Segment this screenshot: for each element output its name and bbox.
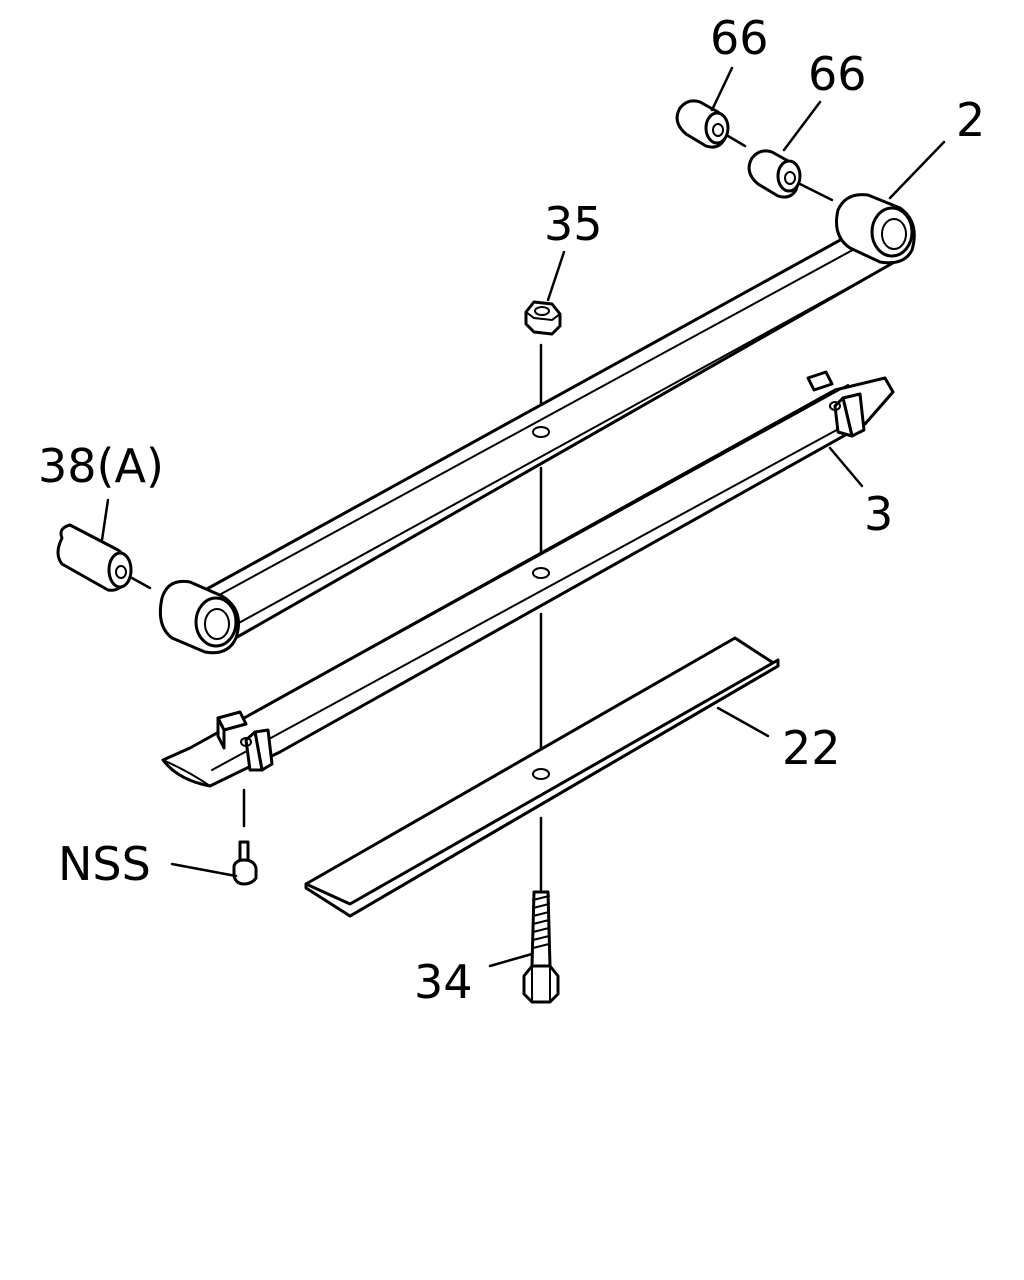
spring-eye-rear [835,193,916,265]
leaf-clip-rear [806,370,866,438]
leaf-clip-front [216,710,274,772]
callout-2: 2 [956,93,985,147]
bushing-38a [56,523,152,592]
nut-35 [524,300,562,336]
secondary-leaf-3 [161,370,895,788]
callout-34: 34 [414,955,473,1009]
bushing-66-right [747,149,834,202]
callout-labels: 66 66 2 35 38(A) 3 22 NSS 34 [38,11,985,1009]
callout-66-right: 66 [808,47,867,101]
callout-66-left: 66 [710,11,769,65]
callout-leaders [100,66,946,968]
callout-22: 22 [782,721,841,775]
spacer-plate-22 [304,636,780,918]
center-bolt-34 [522,890,560,1004]
callout-3: 3 [864,487,893,541]
callout-nss: NSS [58,837,151,891]
spring-eye-front [158,579,240,655]
small-bolt-nss [232,788,258,886]
bushing-66-left [675,99,747,149]
main-leaf-spring-2 [158,193,916,655]
callout-38a: 38(A) [38,439,164,493]
callout-35: 35 [544,197,603,251]
